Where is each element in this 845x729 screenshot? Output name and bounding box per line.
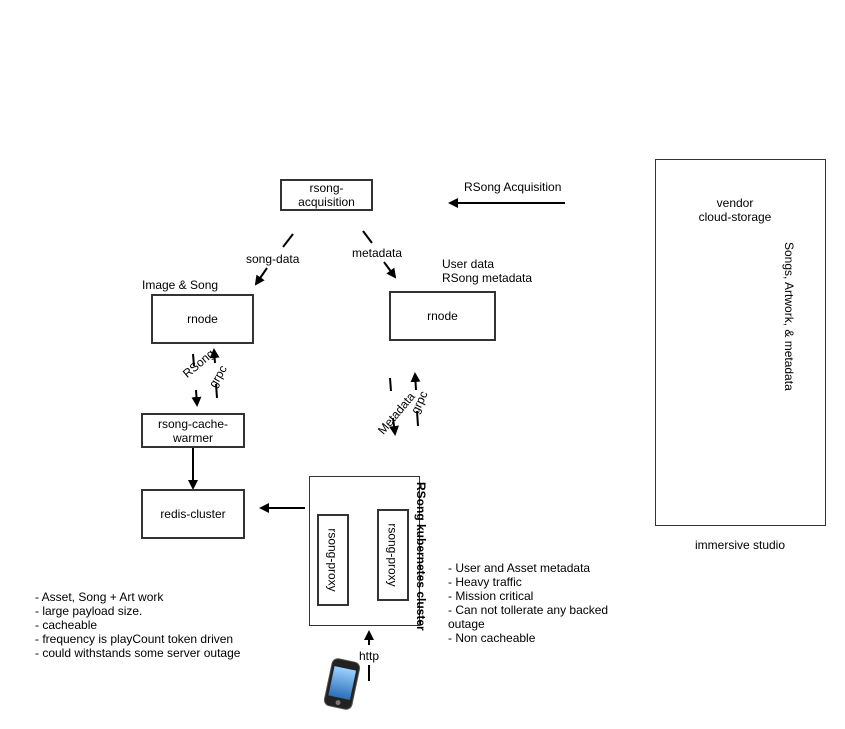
rsong-acquisition-node: rsong- acquisition [280, 179, 373, 211]
note-left-line: - large payload size. [35, 604, 143, 618]
redis-cluster-node: redis-cluster [141, 489, 245, 539]
rsong-proxy-1: rsong-proxy [317, 514, 349, 606]
note-right-line: outage [448, 617, 485, 631]
http-label: http [359, 649, 380, 663]
rsong-metadata-label: RSong metadata [442, 271, 533, 285]
notes-left: - Asset, Song + Art work - large payload… [35, 590, 240, 660]
note-left-line: - could withstands some server outage [35, 646, 241, 660]
rsong-proxy-1-label: rsong-proxy [326, 528, 341, 592]
grpc-right-up-arrow-bottom [416, 410, 419, 427]
grpc-up-arrow-top [209, 348, 220, 364]
grpc-up-arrow-bottom [215, 383, 218, 399]
rsong-down-arrow-bottom [191, 389, 202, 407]
note-right-line: - Non cacheable [448, 631, 536, 645]
note-right-line: - Mission critical [448, 589, 534, 603]
rsong-down-arrow-top [192, 353, 195, 367]
song-data-arrow-top [282, 233, 294, 248]
rsong-proxy-2: rsong-proxy [377, 509, 409, 601]
note-right-line: - Heavy traffic [448, 575, 522, 589]
note-left-line: - cacheable [35, 618, 98, 632]
metadata-label: metadata [352, 246, 403, 260]
note-right-line: - User and Asset metadata [448, 561, 591, 575]
image-song-label: Image & Song [142, 278, 219, 292]
note-left-line: - frequency is playCount token driven [35, 632, 234, 646]
rnode-image-song: rnode [151, 294, 254, 344]
notes-right: - User and Asset metadata - Heavy traffi… [448, 561, 608, 645]
kubernetes-cluster-label: RSong kubernetes cluster [414, 482, 428, 631]
song-data-label: song-data [246, 252, 300, 266]
grpc-right-up-arrow-top [410, 372, 421, 391]
song-data-arrow-bottom [254, 267, 268, 286]
metadata-down-arrow-bottom [389, 417, 399, 436]
songs-artwork-label: Songs, Artwork, & metadata [782, 242, 796, 391]
metadata-arrow-bottom [383, 261, 397, 279]
note-left-line: - Asset, Song + Art work [35, 590, 164, 604]
metadata-arrow-top [362, 230, 373, 244]
note-right-line: - Can not tollerate any backed [448, 603, 609, 617]
immersive-studio-container [655, 159, 826, 526]
rsong-cache-warmer-node: rsong-cache- warmer [141, 413, 245, 448]
immersive-studio-label: immersive studio [695, 538, 786, 552]
rnode-metadata: rnode [389, 291, 496, 341]
metadata-down-arrow-top [389, 377, 392, 392]
user-data-label: User data [442, 257, 495, 271]
rsong-proxy-2-label: rsong-proxy [386, 523, 401, 587]
vendor-storage-label: vendor cloud-storage [698, 196, 772, 224]
rsong-acquisition-label: RSong Acquisition [464, 180, 562, 194]
smartphone-icon [323, 658, 361, 710]
